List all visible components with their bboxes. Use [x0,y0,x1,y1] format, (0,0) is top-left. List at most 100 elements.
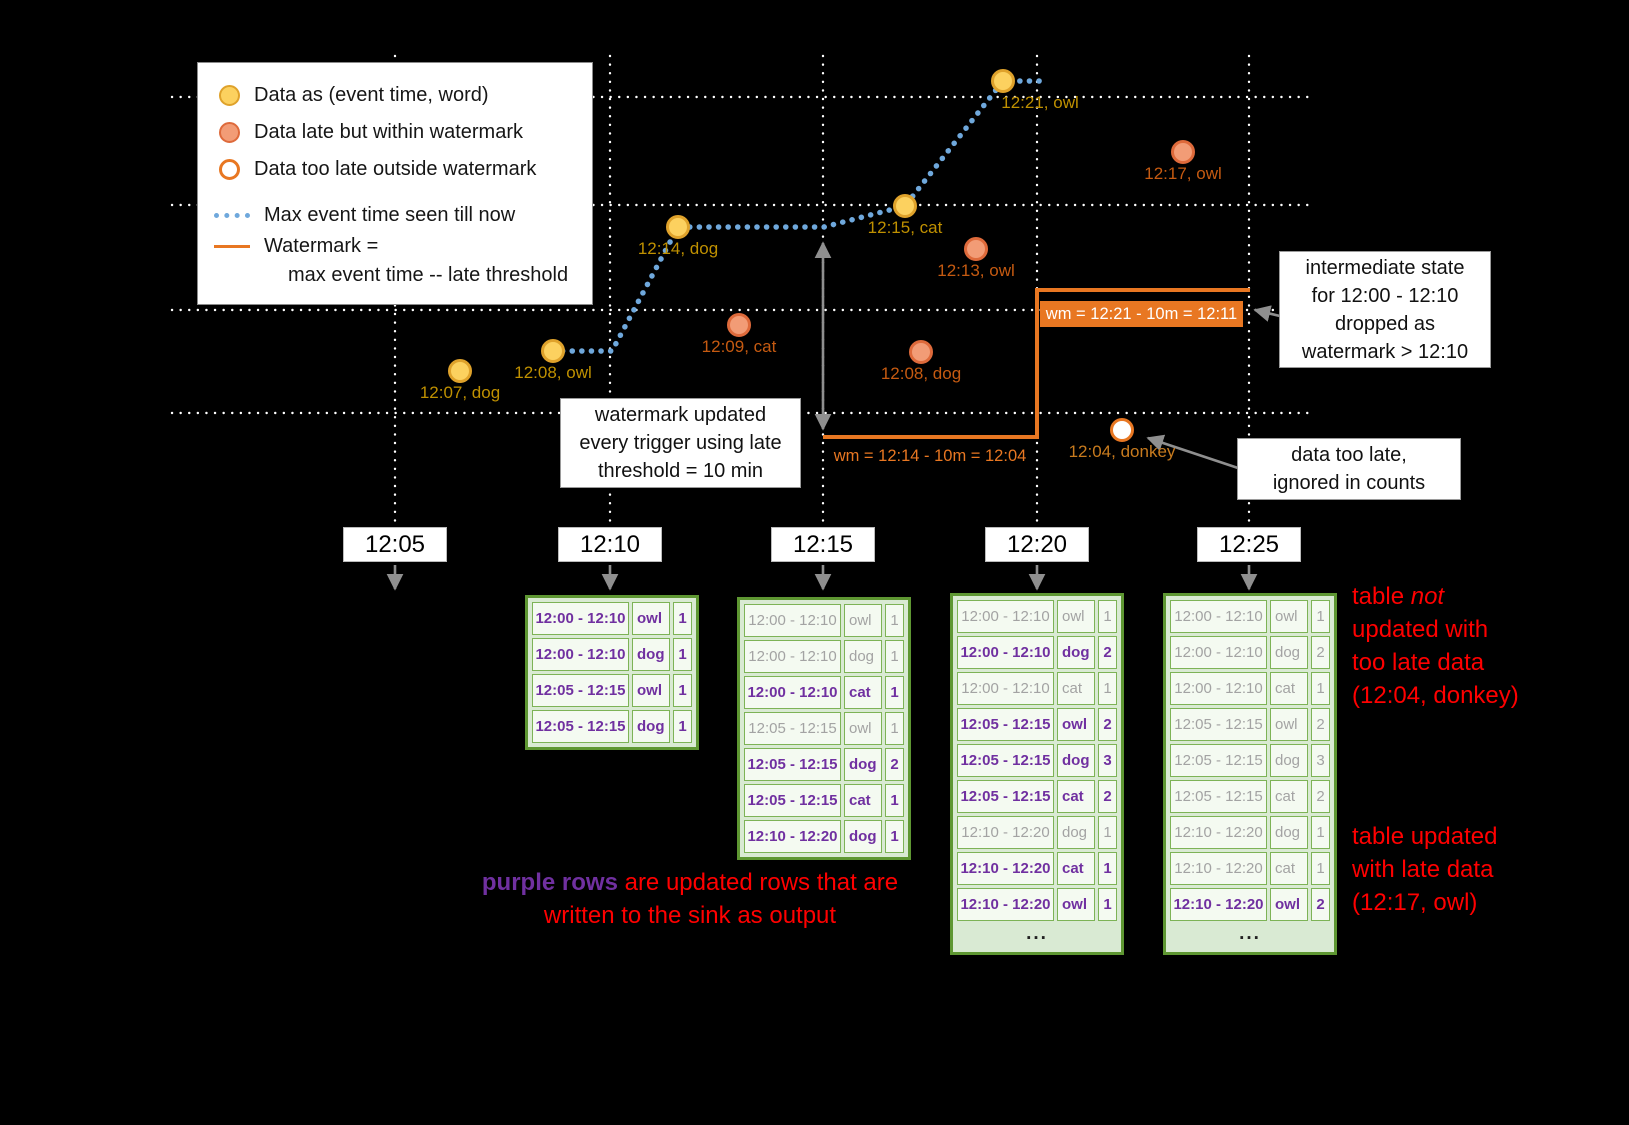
table-cell: 2 [1311,780,1330,813]
too-late-note-arrow [1146,434,1242,471]
table-cell: 12:00 - 12:10 [744,640,841,673]
data-point-late [909,340,933,364]
table-cell: 1 [1098,600,1117,633]
legend-item-max-event-time: Max event time seen till now [214,198,582,232]
table-cell: cat [844,676,882,709]
text-line: table updated [1352,823,1498,850]
table-cell: 12:00 - 12:10 [1170,600,1267,633]
table-cell: dog [1270,636,1308,669]
data-point-label: 12:08, dog [880,364,962,383]
table-cell: 12:10 - 12:20 [1170,888,1267,921]
text-line: too late data [1352,649,1485,676]
max-event-time-line [550,78,1045,354]
table-cell: 12:00 - 12:10 [532,602,629,635]
table-cell: 12:05 - 12:15 [957,780,1054,813]
table-cell: 2 [1098,780,1117,813]
table-cell: 12:00 - 12:10 [744,676,841,709]
trigger-time-12-10: 12:10 [558,527,662,562]
data-point-label: 12:17, owl [1144,164,1222,183]
legend-item-late: Data late but within watermark [214,114,582,151]
table-cell: 12:00 - 12:10 [957,636,1054,669]
table-cell: 3 [1098,744,1117,777]
table-cell: 2 [1311,708,1330,741]
note-text-italic: not [1410,583,1445,610]
data-point-label: 12:21, owl [1001,93,1079,112]
data-point-ontime [448,359,472,383]
table-cell: owl [844,712,882,745]
table-cell: 1 [1098,852,1117,885]
data-point-label: 12:15, cat [867,218,943,237]
text-line: dropped as [1334,312,1436,335]
data-point-ontime [666,215,690,239]
table-cell: dog [1057,744,1095,777]
table-cell: owl [1270,708,1308,741]
data-too-late-note: data too late,ignored in counts [1237,438,1461,500]
table-cell: 12:10 - 12:20 [957,888,1054,921]
gray-arrows [386,241,1285,591]
table-cell: cat [1057,672,1095,705]
table-cell: cat [844,784,882,817]
dotted-line-icon [214,212,250,218]
data-point-label: 12:09, cat [701,337,777,356]
table-ellipsis: ... [1026,923,1048,944]
legend-label: Max event time seen till now [264,203,516,226]
data-point-late [964,237,988,261]
data-point-late [1171,140,1195,164]
legend: Data as (event time, word) Data late but… [197,62,593,305]
note-purple-rows: purple rows are updated rows that are wr… [470,866,910,932]
data-point-ontime [991,69,1015,93]
table-cell: 2 [885,748,904,781]
text-line: for 12:00 - 12:10 [1311,284,1459,307]
text-line: every trigger using late [579,432,782,454]
table-cell: 12:05 - 12:15 [957,744,1054,777]
watermark-line [823,288,1250,439]
table-cell: owl [1057,888,1095,921]
table-cell: dog [1270,744,1308,777]
table-cell: 1 [673,710,692,743]
table-cell: dog [1057,816,1095,849]
table-cell: owl [1057,708,1095,741]
table-cell: 2 [1098,636,1117,669]
table-cell: dog [1270,816,1308,849]
table-cell: 1 [1311,672,1330,705]
table-cell: 12:00 - 12:10 [957,672,1054,705]
trigger-time-12-20: 12:20 [985,527,1089,562]
table-cell: dog [844,820,882,853]
data-point-toolate [1110,418,1134,442]
table-cell: 1 [1311,816,1330,849]
table-cell: 2 [1098,708,1117,741]
watermark-value-label-1: wm = 12:14 - 10m = 12:04 [833,447,1027,465]
purple-rows-rest: are updated rows that are written to the… [543,869,899,929]
table-cell: 2 [1311,636,1330,669]
legend-item-watermark: Watermark = max event time -- late thres… [214,232,582,290]
table-cell: 12:10 - 12:20 [957,816,1054,849]
trigger-time-12-15: 12:15 [771,527,875,562]
too-late-point-icon [219,159,240,180]
table-cell: owl [844,604,882,637]
table-cell: 12:00 - 12:10 [1170,672,1267,705]
table-cell: 12:00 - 12:10 [744,604,841,637]
